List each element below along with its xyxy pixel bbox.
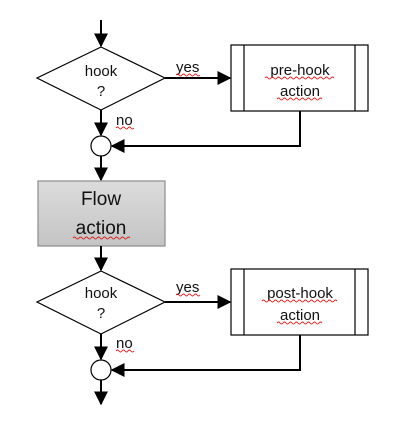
flow-line1: Flow (81, 189, 121, 210)
flow-line2: action (76, 218, 127, 239)
yes-label-top: yes (176, 59, 199, 76)
decision-top-line1: hook (85, 63, 118, 80)
merge-connector-top (90, 135, 112, 157)
decision-bottom-line1: hook (85, 285, 118, 302)
prehook-line1: pre-hook (270, 62, 330, 79)
yes-label-bottom: yes (176, 279, 199, 296)
posthook-line1: post-hook (267, 285, 333, 302)
merge-connector-bottom (90, 359, 112, 381)
flow-action-box (37, 180, 166, 247)
posthook-line2: action (280, 307, 320, 324)
posthook-action-box (230, 268, 369, 336)
decision-top-line2: ? (97, 83, 105, 100)
no-label-bottom: no (116, 335, 133, 352)
prehook-return-arrow (110, 111, 301, 153)
decision-bottom-line2: ? (97, 305, 105, 322)
posthook-return-arrow (110, 335, 301, 377)
decision-diamond-bottom (35, 270, 167, 335)
no-label-top: no (116, 112, 133, 129)
prehook-line2: action (280, 83, 320, 100)
